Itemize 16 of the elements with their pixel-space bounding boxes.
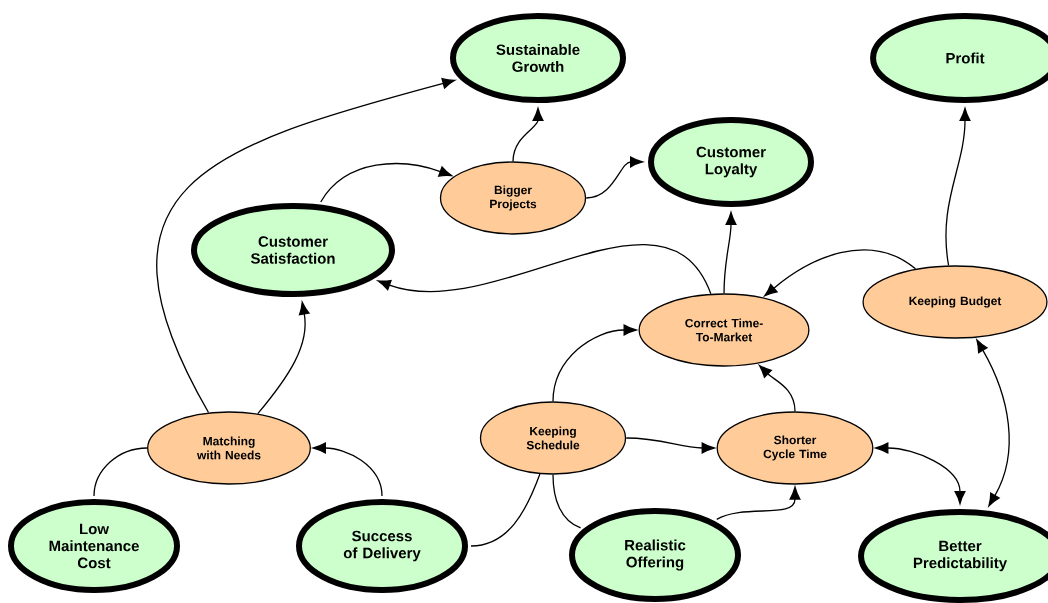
arrow bbox=[377, 244, 712, 295]
arrow bbox=[512, 107, 544, 162]
arrow bbox=[625, 437, 715, 454]
arrow bbox=[585, 156, 644, 199]
arrow bbox=[723, 211, 737, 294]
arrow bbox=[312, 442, 383, 497]
arrow bbox=[257, 301, 310, 415]
arrow bbox=[764, 249, 917, 297]
arrow bbox=[945, 107, 971, 267]
arrow bbox=[156, 78, 456, 414]
arrow bbox=[716, 486, 801, 520]
arrow bbox=[875, 442, 966, 505]
arrow bbox=[320, 163, 453, 203]
arrow bbox=[552, 324, 637, 402]
arrow bbox=[976, 339, 1010, 507]
arrow bbox=[758, 364, 796, 412]
